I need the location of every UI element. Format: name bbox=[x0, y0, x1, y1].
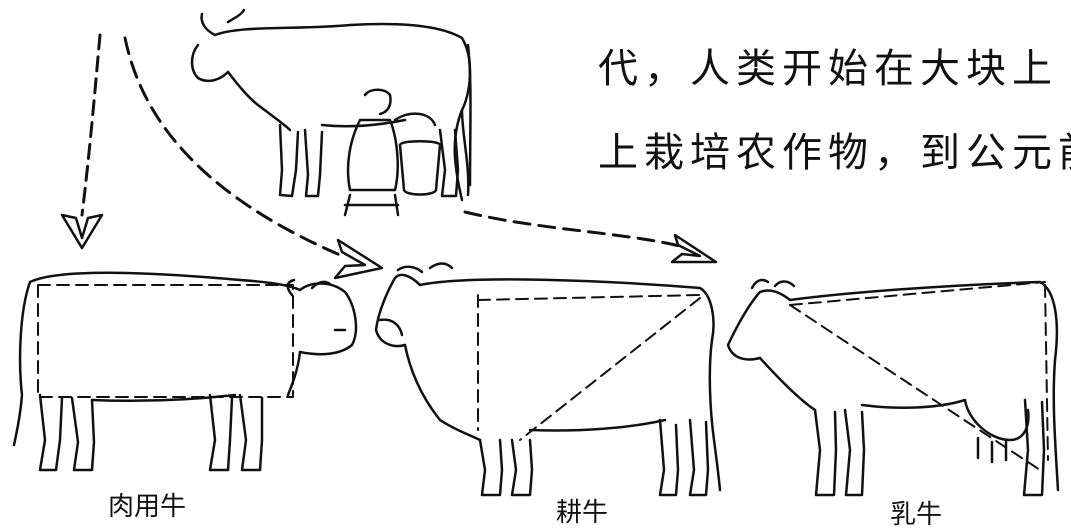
arrow-to-beef bbox=[80, 33, 102, 217]
arrowhead-draft bbox=[333, 238, 384, 280]
arrow-to-dairy bbox=[463, 210, 682, 248]
dairy-cow-illustration bbox=[726, 278, 1060, 497]
beef-cow-illustration bbox=[12, 271, 358, 472]
arrowhead-beef bbox=[60, 213, 104, 250]
label-dairy-cow: 乳牛 bbox=[890, 500, 943, 530]
arrow-to-draft bbox=[123, 36, 342, 257]
top-cow-illustration bbox=[190, 8, 472, 217]
draft-ox-illustration bbox=[374, 262, 722, 497]
label-beef-cattle: 肉用牛 bbox=[108, 492, 187, 522]
body-text-line-1: 代，人类开始在大块上 bbox=[598, 46, 1058, 92]
label-draft-ox: 耕牛 bbox=[556, 498, 609, 528]
body-text-line-2: 上栽培农作物，到公元前 bbox=[598, 130, 1071, 176]
arrowhead-dairy bbox=[670, 233, 718, 264]
